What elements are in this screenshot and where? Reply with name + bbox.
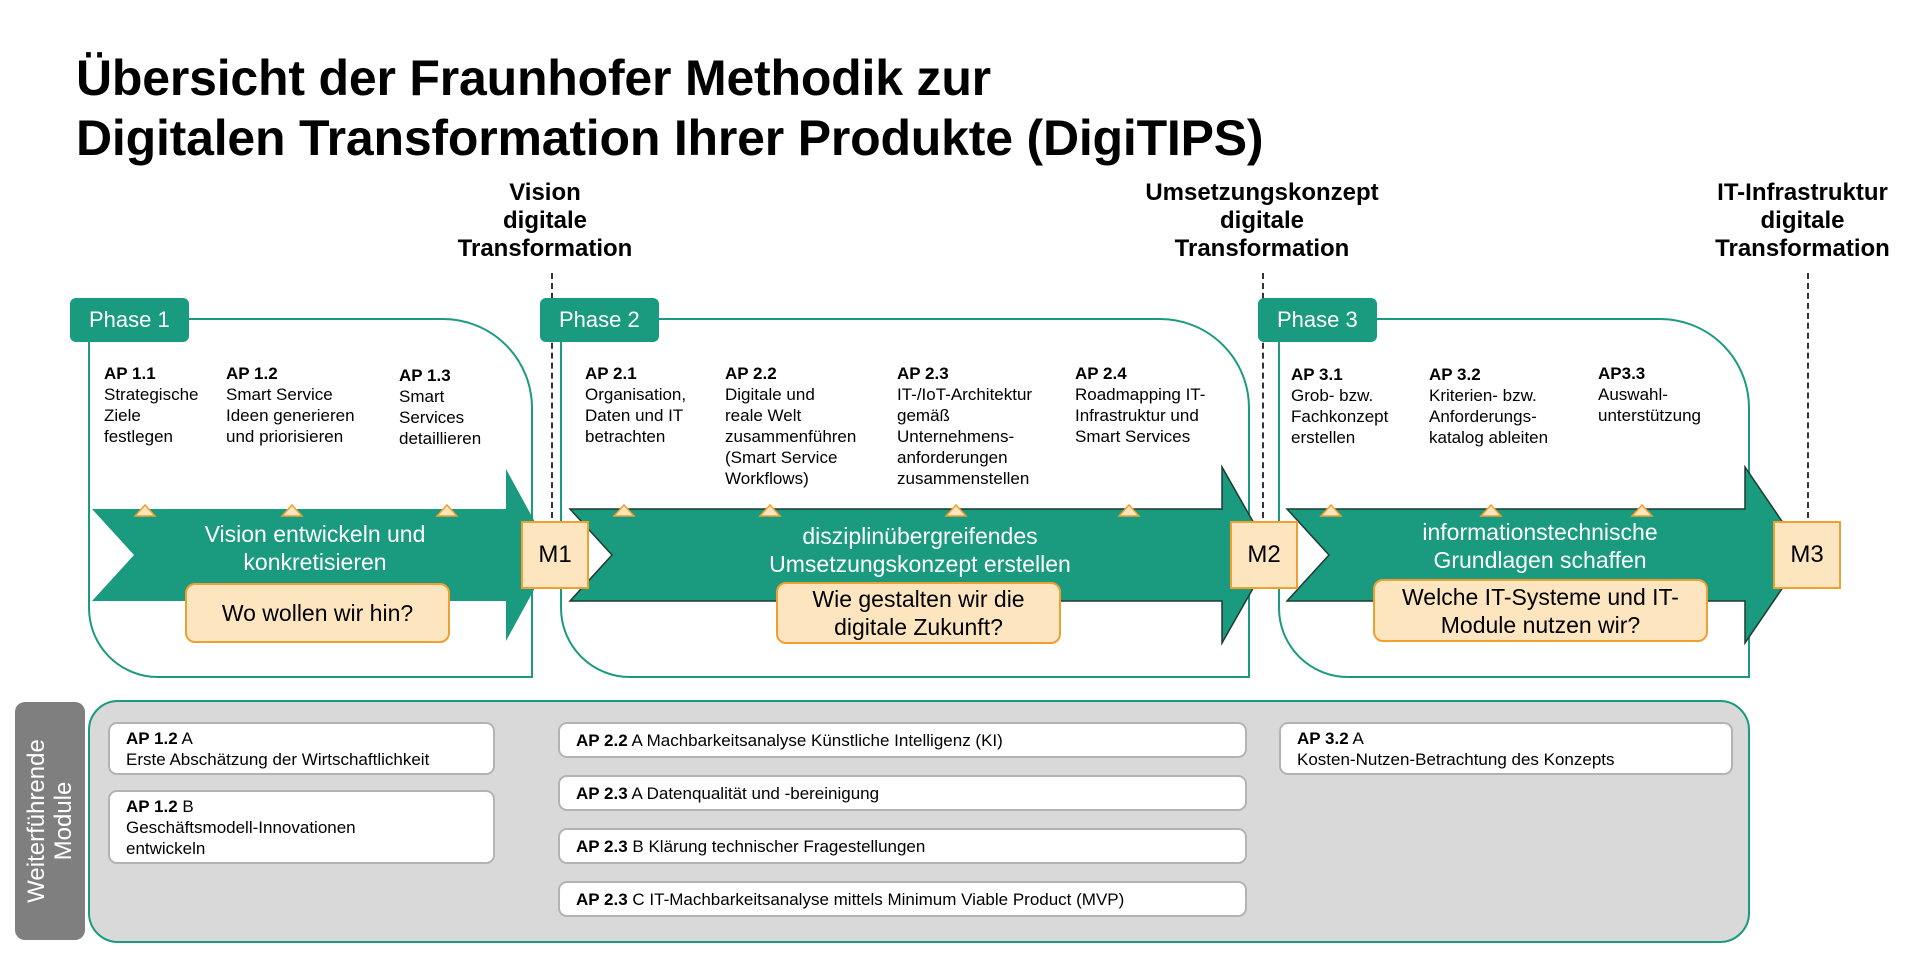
title-line-1: Übersicht der Fraunhofer Methodik zur — [76, 50, 991, 106]
marker-triangle-icon — [1319, 503, 1343, 517]
milestone-line-2 — [1262, 273, 1264, 518]
milestone-line-1 — [551, 273, 553, 518]
ap-1-2: AP 1.2 Smart Service Ideen generieren un… — [226, 364, 355, 446]
marker-triangle-icon — [1117, 503, 1141, 517]
marker-triangle-icon — [758, 503, 782, 517]
ap-3-1: AP 3.1 Grob- bzw. Fachkonzept erstellen — [1291, 365, 1389, 447]
chevron-m1-icon — [592, 538, 608, 572]
milestone-m3: M3 — [1773, 521, 1841, 589]
marker-triangle-icon — [1479, 503, 1503, 517]
tab-phase-1: Phase 1 — [70, 298, 189, 342]
question-phase-2: Wie gestalten wir die digitale Zukunft? — [776, 582, 1061, 644]
ap-1-1: AP 1.1 Strategische Ziele festlegen — [104, 364, 199, 446]
marker-triangle-icon — [1630, 503, 1654, 517]
tab-phase-2: Phase 2 — [540, 298, 659, 342]
title-line-2: Digitalen Transformation Ihrer Produkte … — [76, 110, 1264, 166]
module-ap-2-3-c[interactable]: AP 2.3 C IT-Machbarkeitsanalyse mittels … — [558, 881, 1247, 917]
ap-1-3: AP 1.3 Smart Services detaillieren — [399, 366, 482, 448]
module-ap-1-2-b[interactable]: AP 1.2 B Geschäftsmodell-Innovationen en… — [108, 790, 495, 864]
ap-3-3: AP3.3 Auswahl- unterstützung — [1598, 364, 1702, 425]
tab-phase-3: Phase 3 — [1258, 298, 1377, 342]
module-ap-2-3-a[interactable]: AP 2.3 A Datenqualität und -bereinigung — [558, 775, 1247, 811]
modules-side-label: Weiterführende Module — [15, 702, 85, 940]
ap-2-4: AP 2.4 Roadmapping IT- Infrastruktur und… — [1075, 364, 1206, 446]
module-ap-1-2-a[interactable]: AP 1.2 A Erste Abschätzung der Wirtschaf… — [108, 722, 495, 775]
milestone-line-3 — [1807, 273, 1809, 518]
chevron-m2-icon — [1302, 538, 1318, 572]
marker-triangle-icon — [944, 503, 968, 517]
milestone-m1: M1 — [521, 521, 589, 589]
milestone-label-vision: Vision digitale Transformation — [457, 179, 633, 262]
marker-triangle-icon — [612, 503, 636, 517]
question-phase-3: Welche IT-Systeme und IT- Module nutzen … — [1373, 579, 1708, 642]
marker-triangle-icon — [133, 503, 157, 517]
marker-triangle-icon — [280, 503, 304, 517]
milestone-label-it-infrastruktur: IT-Infrastruktur digitale Transformation — [1715, 179, 1890, 262]
page-title: Übersicht der Fraunhofer Methodik zur Di… — [76, 48, 1264, 168]
arrow-text-phase-2: disziplinübergreifendes Umsetzungskonzep… — [769, 523, 1071, 577]
marker-triangle-icon — [435, 503, 459, 517]
milestone-label-umsetzungskonzept: Umsetzungskonzept digitale Transformatio… — [1145, 179, 1379, 262]
arrow-text-phase-3: informationstechnische Grundlagen schaff… — [1422, 519, 1658, 573]
arrow-phase-2 — [568, 464, 1273, 646]
ap-2-2: AP 2.2 Digitale und reale Welt zusammenf… — [725, 364, 857, 488]
module-ap-2-2-a[interactable]: AP 2.2 A Machbarkeitsanalyse Künstliche … — [558, 722, 1247, 758]
arrow-text-phase-1: Vision entwickeln und konkretisieren — [204, 521, 426, 575]
question-phase-1: Wo wollen wir hin? — [185, 583, 450, 643]
ap-2-1: AP 2.1 Organisation, Daten und IT betrac… — [585, 364, 687, 446]
module-ap-2-3-b[interactable]: AP 2.3 B Klärung technischer Fragestellu… — [558, 828, 1247, 864]
ap-3-2: AP 3.2 Kriterien- bzw. Anforderungs- kat… — [1429, 365, 1549, 447]
ap-2-3: AP 2.3 IT-/IoT-Architektur gemäß Unterne… — [897, 364, 1033, 488]
module-ap-3-2-a[interactable]: AP 3.2 A Kosten-Nutzen-Betrachtung des K… — [1279, 722, 1733, 775]
milestone-m2: M2 — [1230, 521, 1298, 589]
